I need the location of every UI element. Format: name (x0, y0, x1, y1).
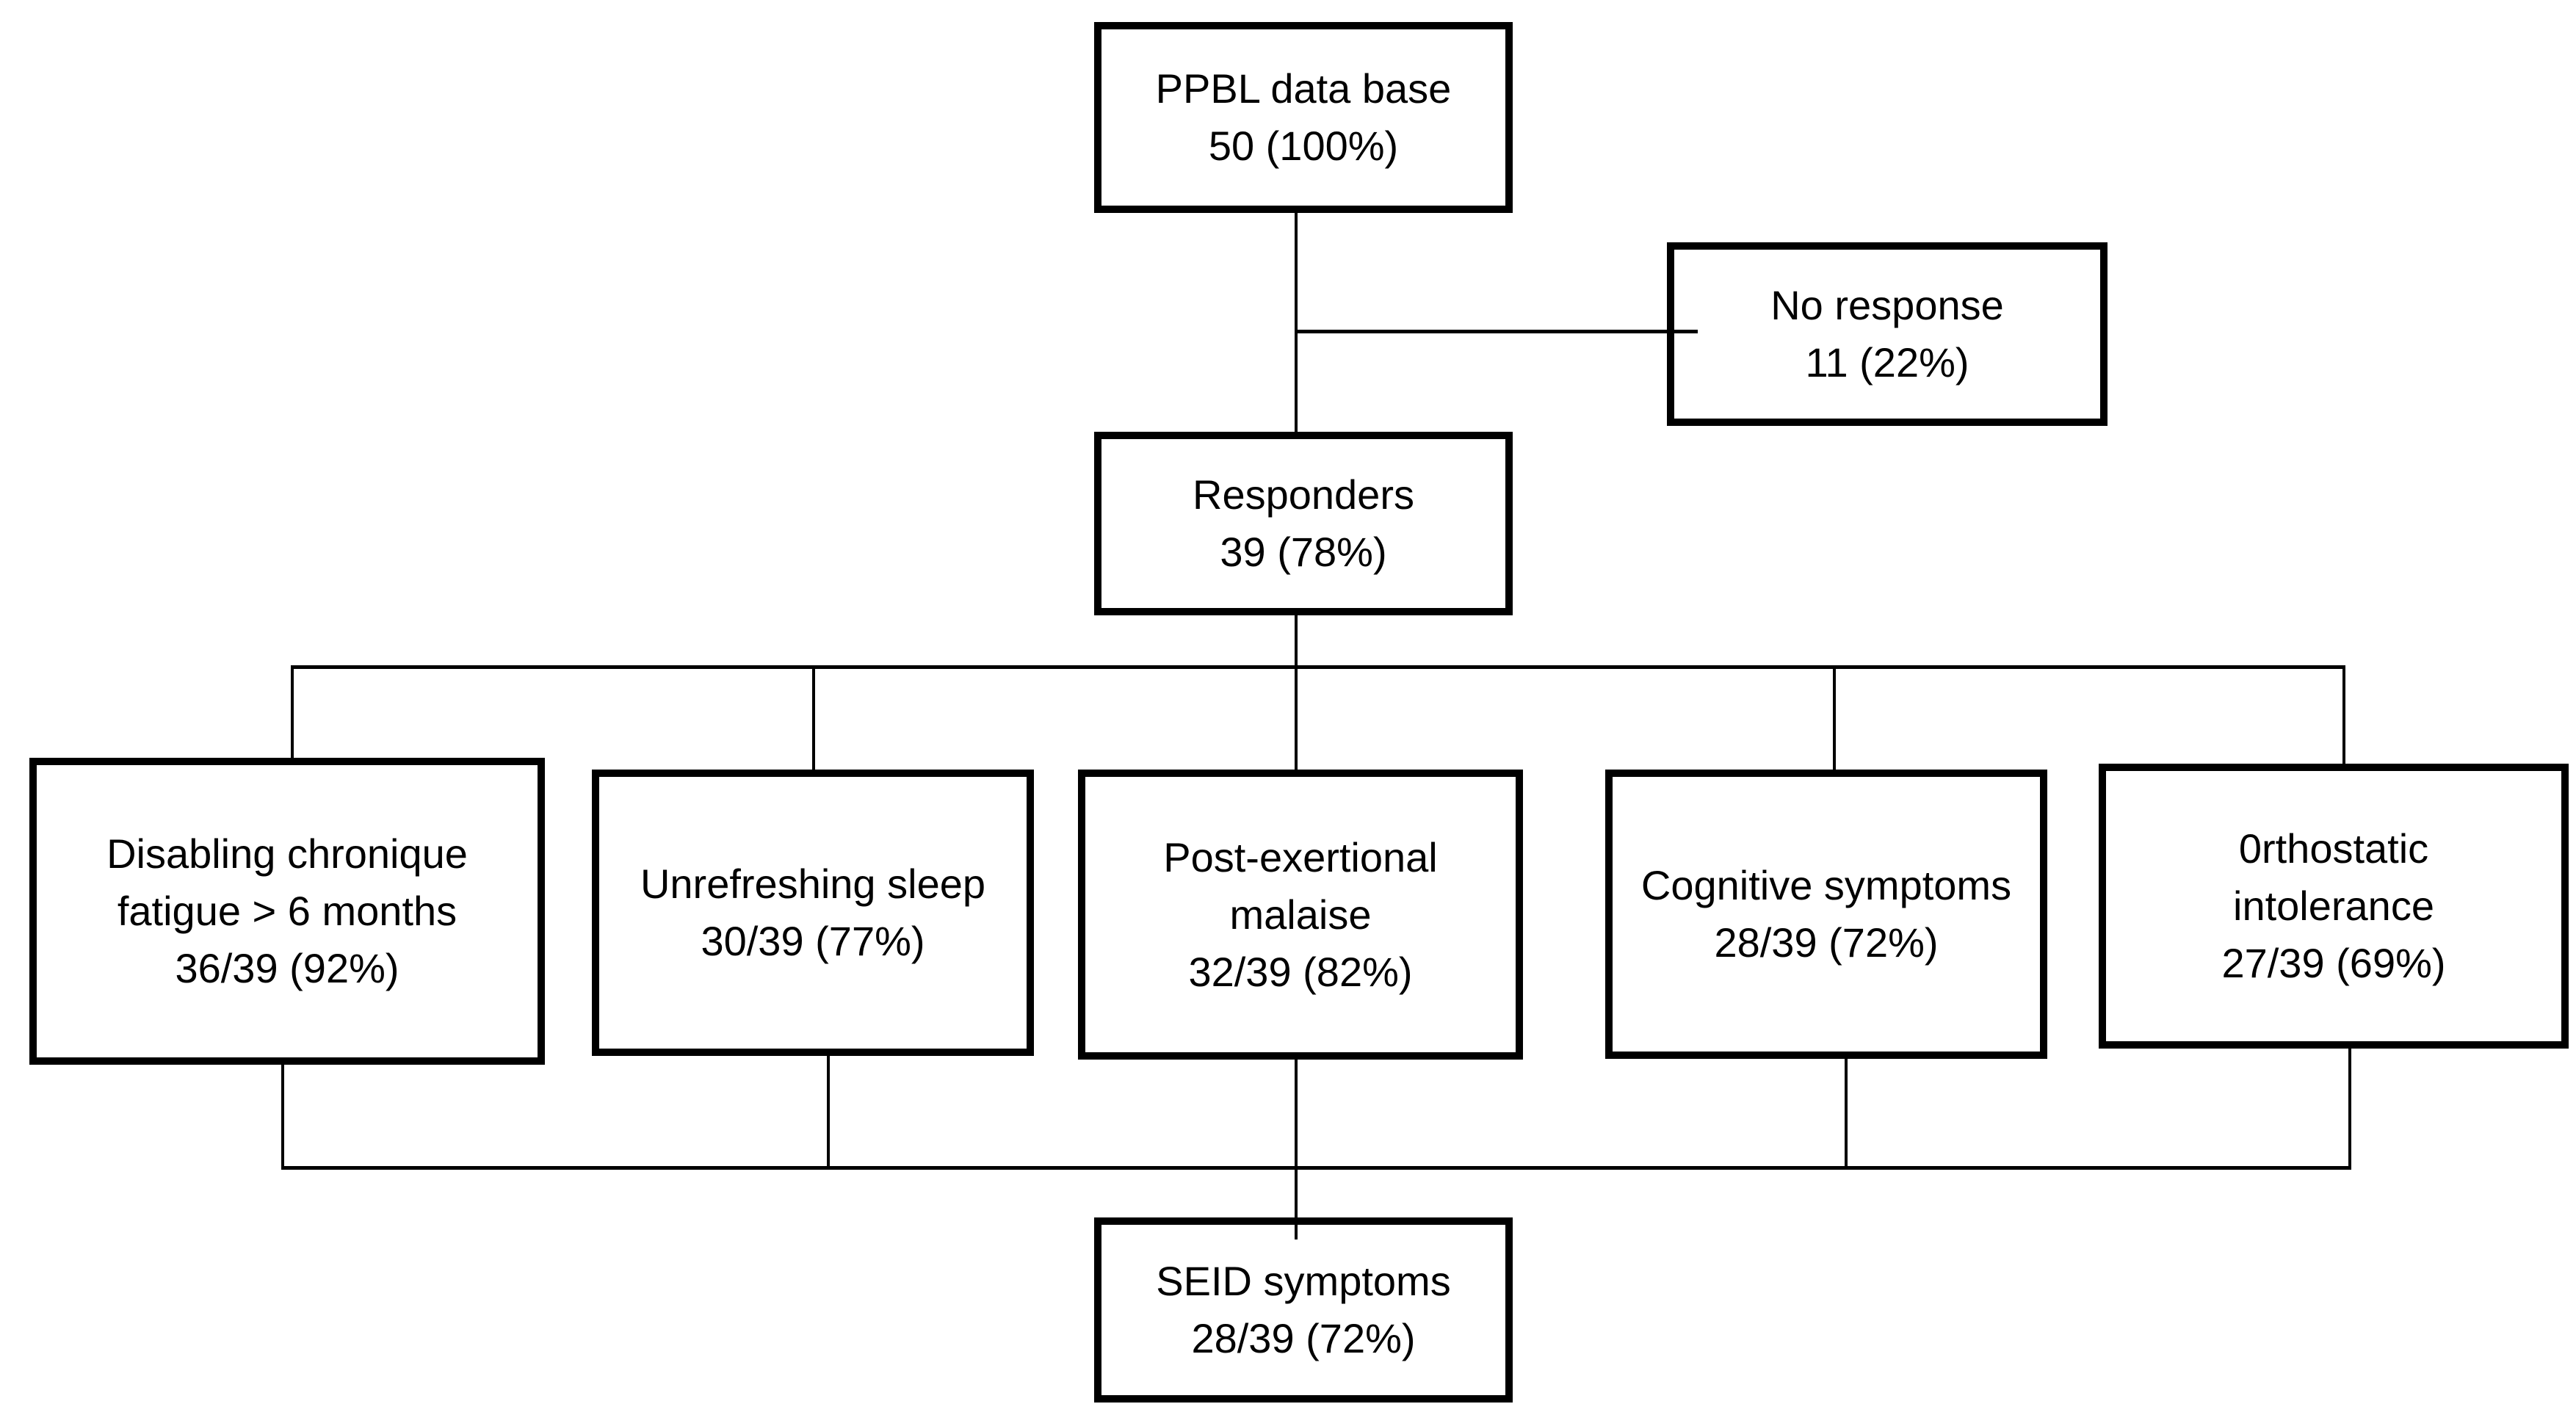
connector-top-horizontal (291, 665, 2345, 669)
connector-stub-top-cognitive (1833, 665, 1836, 775)
node-no-response: No response 11 (22%) (1667, 242, 2108, 426)
node-disabling-chronique-fatigue: Disabling chronique fatigue > 6 months 3… (29, 758, 545, 1065)
node-unrefreshing-sleep: Unrefreshing sleep 30/39 (77%) (592, 770, 1034, 1056)
node-line: 30/39 (77%) (701, 918, 925, 964)
connector-stub-bottom-cognitive (1845, 1053, 1848, 1169)
node-line: 36/39 (92%) (175, 945, 399, 991)
node-line: 27/39 (69%) (2221, 940, 2446, 986)
node-line: 0rthostatic (2238, 825, 2429, 872)
node-line: 50 (100%) (1208, 123, 1399, 169)
node-line: 28/39 (72%) (1714, 919, 1939, 966)
node-line: fatigue > 6 months (117, 888, 457, 934)
node-line: Responders (1193, 471, 1414, 518)
connector-bottom-horizontal (281, 1166, 2351, 1170)
node-line: 28/39 (72%) (1191, 1315, 1416, 1361)
node-line: Disabling chronique (106, 830, 468, 877)
node-line: malaise (1229, 891, 1372, 938)
connector-stub-bottom-orthostatic (2348, 1043, 2351, 1169)
connector-responders-to-row (1295, 614, 1298, 772)
node-post-exertional-malaise: Post-exertional malaise 32/39 (82%) (1078, 770, 1523, 1060)
connector-stub-bottom-pem-to-seid (1295, 1054, 1298, 1239)
connector-stub-bottom-sleep (827, 1050, 830, 1169)
connector-stub-top-orthostatic (2342, 665, 2345, 770)
node-seid-symptoms: SEID symptoms 28/39 (72%) (1094, 1217, 1513, 1403)
node-line: 11 (22%) (1805, 339, 1969, 386)
node-cognitive-symptoms: Cognitive symptoms 28/39 (72%) (1605, 770, 2047, 1059)
node-ppbl-database: PPBL data base 50 (100%) (1094, 22, 1513, 213)
connector-branch-no-response (1295, 330, 1698, 333)
node-line: SEID symptoms (1156, 1258, 1451, 1304)
node-line: PPBL data base (1155, 65, 1452, 112)
connector-stub-top-sleep (812, 665, 815, 775)
node-responders: Responders 39 (78%) (1094, 432, 1513, 615)
node-line: 32/39 (82%) (1188, 948, 1413, 995)
connector-ppbl-to-responders (1295, 211, 1298, 433)
node-line: Post-exertional (1163, 833, 1438, 880)
node-line: No response (1770, 282, 2004, 328)
node-line: Cognitive symptoms (1640, 862, 2012, 908)
node-orthostatic-intolerance: 0rthostatic intolerance 27/39 (69%) (2099, 764, 2569, 1049)
node-line: intolerance (2233, 883, 2434, 929)
node-line: 39 (78%) (1220, 529, 1387, 575)
connector-stub-bottom-fatigue (281, 1059, 284, 1169)
node-line: Unrefreshing sleep (640, 861, 986, 907)
connector-stub-top-fatigue (291, 665, 294, 764)
